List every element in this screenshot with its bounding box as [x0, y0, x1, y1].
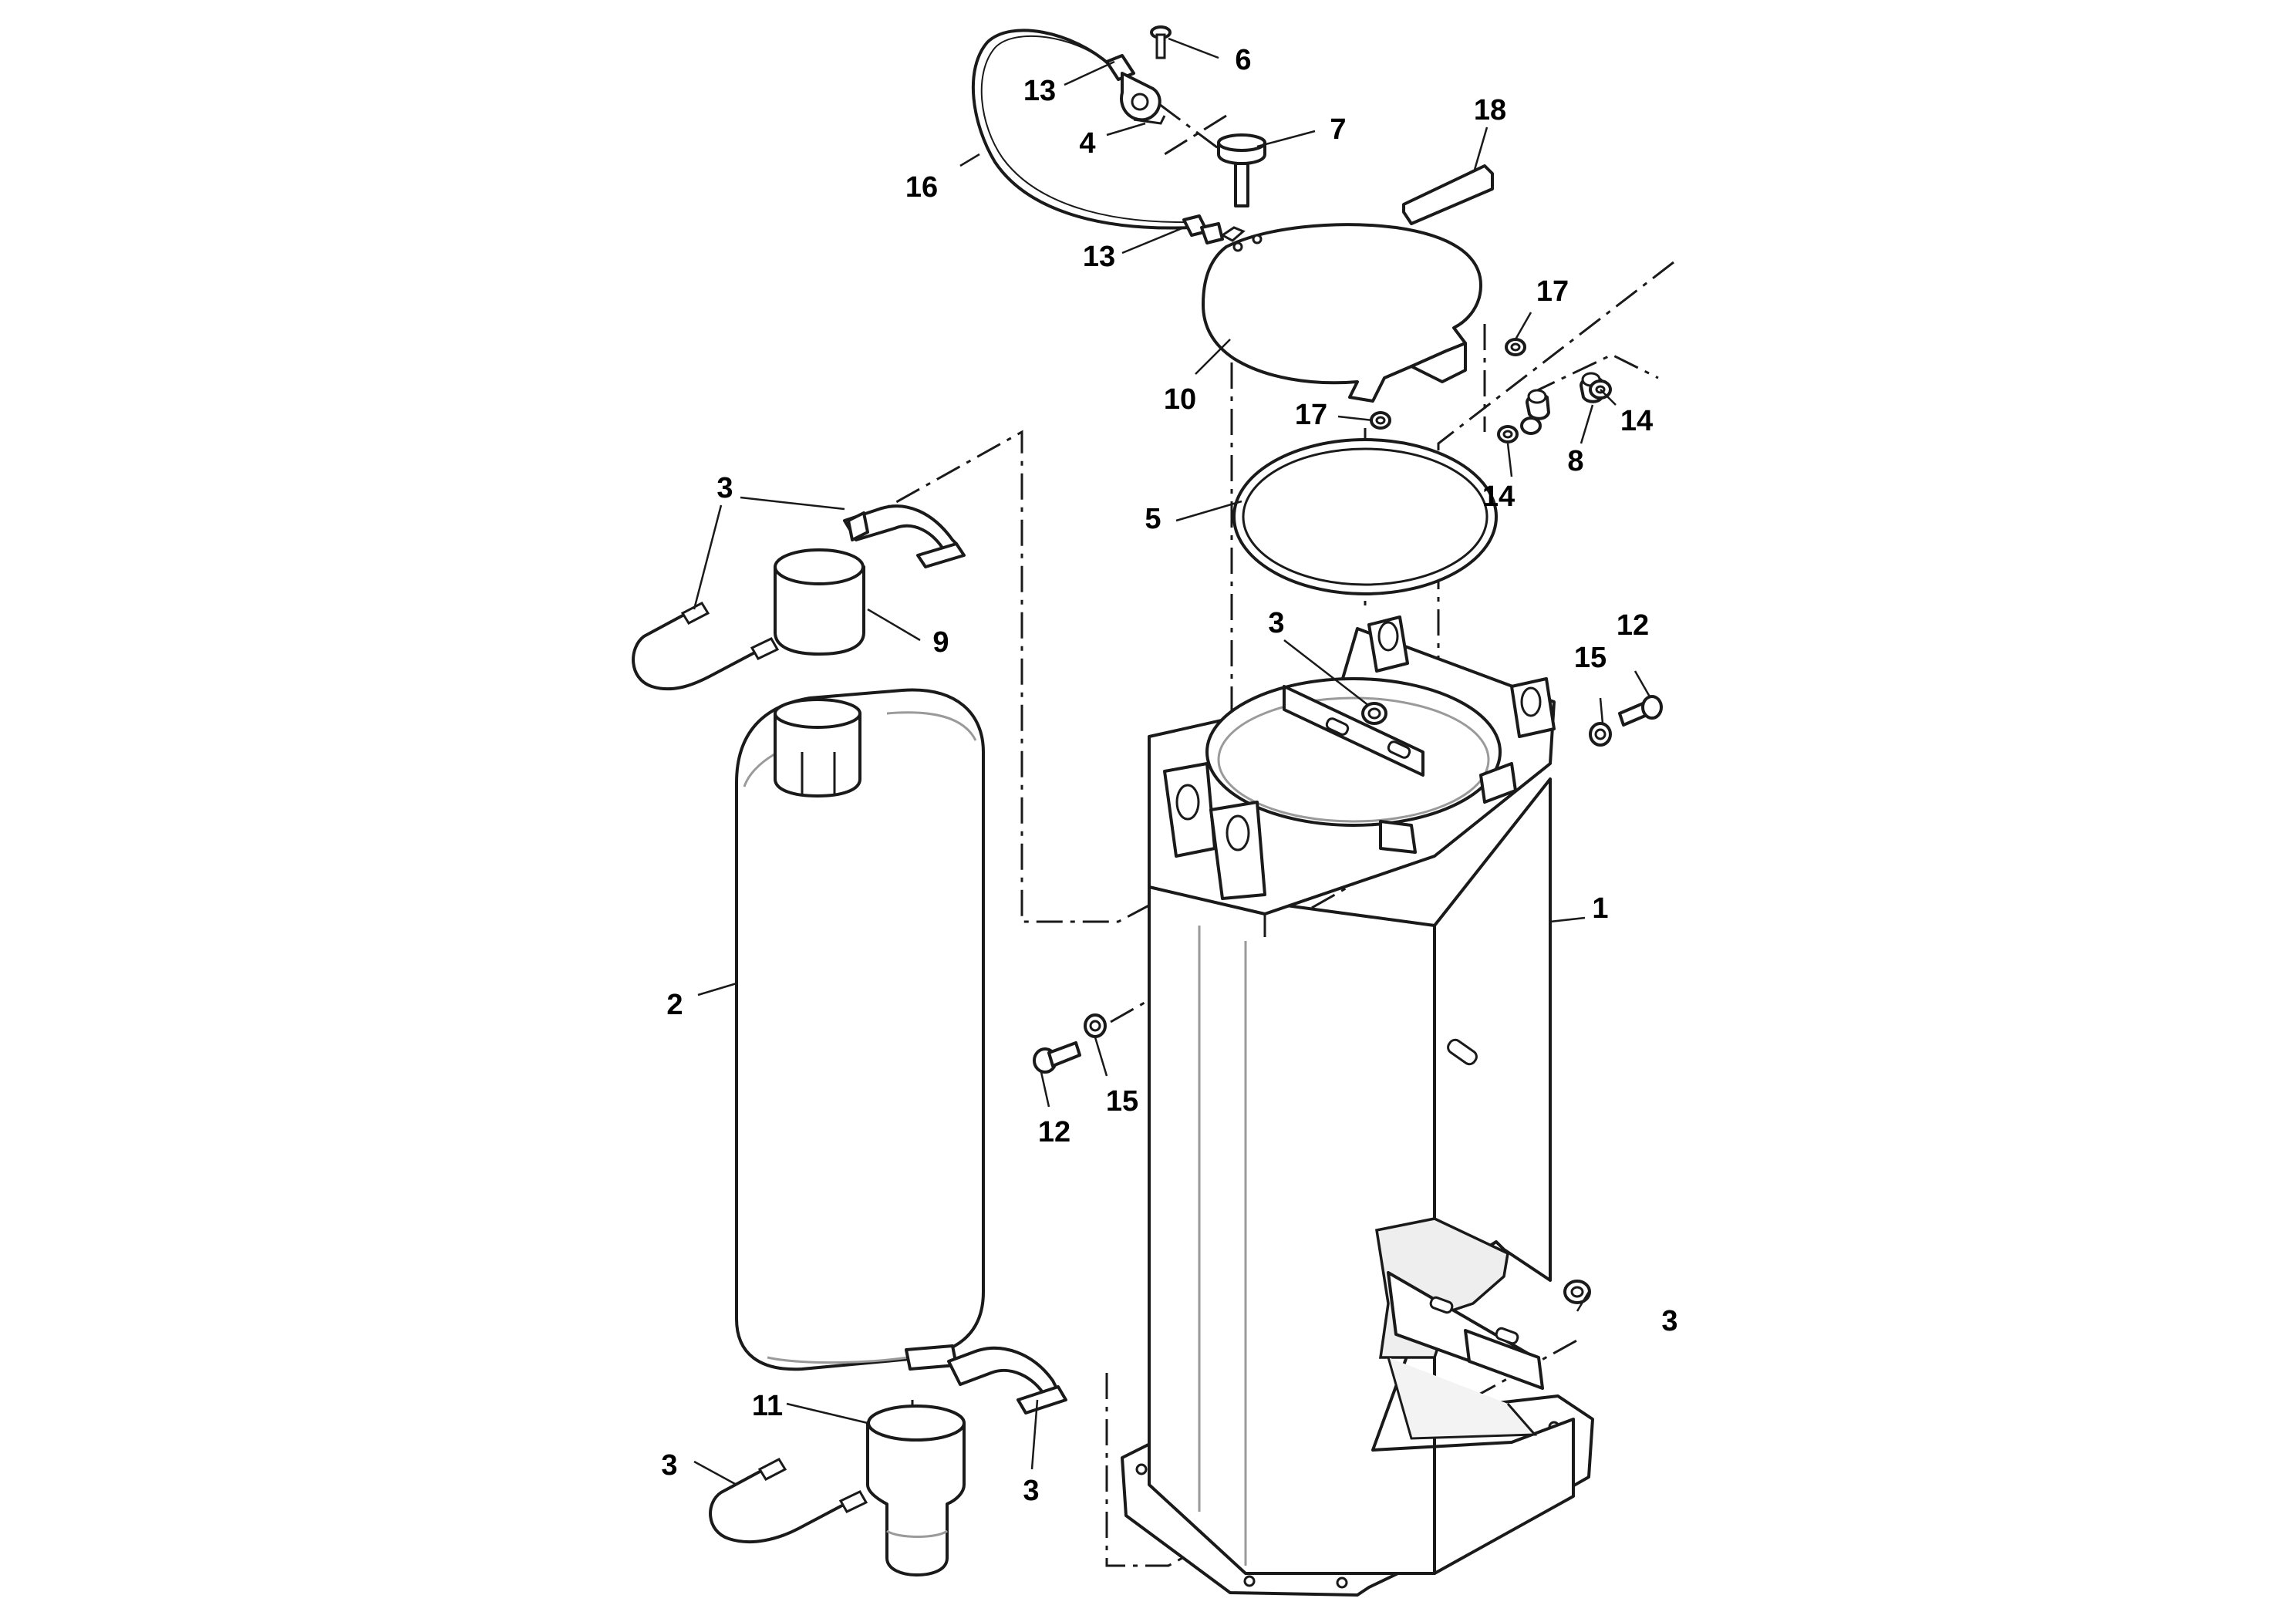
- nut-3-on-top-bar: [1361, 702, 1387, 725]
- muffler: [735, 688, 985, 1371]
- top-connector-sleeve: [774, 548, 865, 656]
- callout-17-left: 17: [1295, 399, 1327, 431]
- callout-10: 10: [1164, 383, 1196, 416]
- housing-stand: [1121, 615, 1594, 1597]
- callout-18: 18: [1474, 94, 1506, 126]
- callout-17-right: 17: [1536, 275, 1569, 308]
- flat-strip: [1402, 164, 1494, 225]
- callout-5: 5: [1145, 503, 1161, 535]
- washer-17-right: [1505, 338, 1526, 356]
- bottom-u-bolt: [709, 1458, 868, 1544]
- bottom-clamp-saddle: [947, 1346, 1067, 1415]
- top-u-bolt: [632, 602, 780, 691]
- callout-3-bottom-clamp: 3: [1023, 1475, 1039, 1507]
- callout-7: 7: [1330, 113, 1346, 146]
- callout-6: 6: [1235, 44, 1251, 76]
- callout-4: 4: [1079, 127, 1095, 160]
- retaining-cable: [971, 29, 1193, 230]
- callout-8: 8: [1567, 445, 1583, 477]
- nut-8: [1526, 389, 1550, 420]
- callout-11: 11: [752, 1390, 783, 1422]
- callout-14-right: 14: [1620, 405, 1653, 437]
- bolt-12-right: [1618, 695, 1663, 727]
- callout-3-top-clamp: 3: [716, 472, 733, 504]
- bolt-12-left: [1033, 1041, 1081, 1074]
- washer-15-right: [1589, 722, 1612, 747]
- nut-3-on-base: [1563, 1280, 1591, 1304]
- knob-screw: [1217, 133, 1266, 207]
- callout-15-right: 15: [1574, 642, 1607, 674]
- bottom-adapter-pipe: [866, 1404, 966, 1576]
- callout-14-left: 14: [1482, 481, 1515, 513]
- callout-13-top: 13: [1023, 75, 1056, 107]
- washer-15-left: [1084, 1013, 1107, 1038]
- callout-2: 2: [666, 989, 683, 1021]
- callout-12-left: 12: [1038, 1116, 1070, 1148]
- callout-16: 16: [905, 171, 938, 204]
- callout-15-left: 15: [1106, 1085, 1138, 1118]
- callout-12-right: 12: [1617, 609, 1649, 642]
- washer-17-left: [1370, 411, 1391, 430]
- callout-3-bottom-ubolt: 3: [661, 1449, 677, 1482]
- gasket-ring: [1232, 438, 1498, 595]
- leader-lines: [693, 37, 1652, 1486]
- cover-plate: [1202, 223, 1482, 403]
- cable-lug-top: [1105, 54, 1161, 122]
- callout-1: 1: [1592, 892, 1608, 925]
- small-screw: [1150, 25, 1172, 59]
- cable-lug-lower: [1182, 214, 1224, 244]
- washer-14-left: [1497, 425, 1519, 443]
- callout-9: 9: [932, 626, 949, 659]
- callout-labels: 1 2 3 3 3 3 3 4 5 6 7 8 9 10 11 12 12 13…: [661, 44, 1677, 1507]
- callout-13-lower: 13: [1083, 241, 1115, 273]
- top-clamp-saddle: [843, 504, 966, 568]
- washer-14-left-b: [1520, 416, 1542, 435]
- bracket-lug: [1133, 115, 1166, 125]
- callout-3-box: 3: [1268, 607, 1284, 639]
- callout-3-base-nut: 3: [1661, 1305, 1677, 1337]
